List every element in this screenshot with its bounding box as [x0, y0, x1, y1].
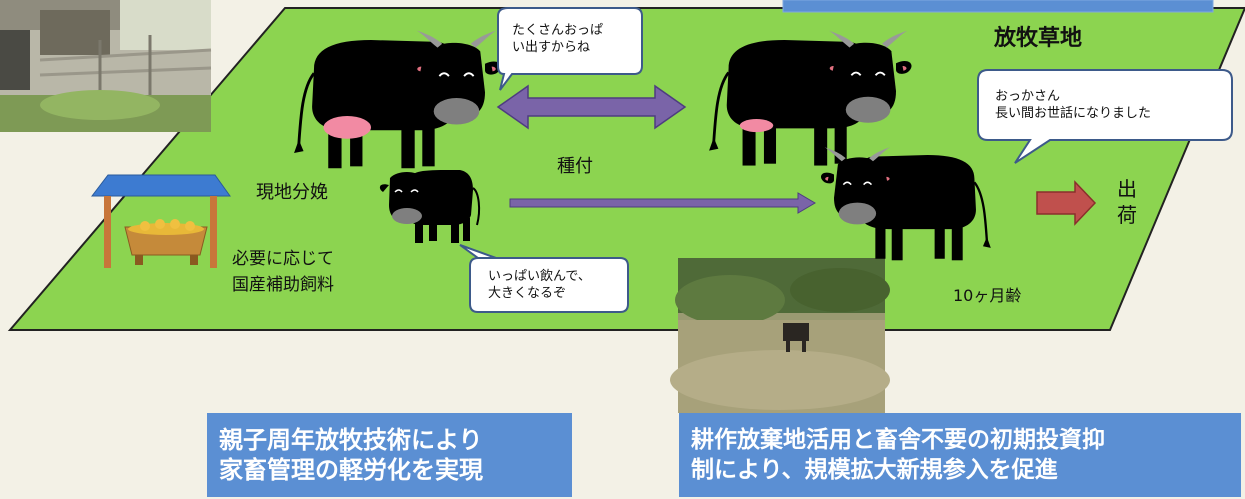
shipped-bubble-text: おっかさん 長い間お世話になりました — [995, 89, 1152, 121]
barn-photo — [0, 0, 212, 132]
supplement-label: 必要に応じて 国産補助飼料 — [232, 249, 334, 295]
mother-bubble-text: たくさんおっぱ い出すからね — [512, 23, 604, 55]
shipping-label: 出 荷 — [1117, 177, 1137, 227]
shipped-speech-bubble — [977, 69, 1233, 164]
bred-cow-icon — [707, 29, 913, 167]
age-label: 10ヶ月齢 — [953, 286, 1022, 305]
feeder-shed-icon — [90, 174, 231, 268]
field-title: 放牧草地 — [994, 26, 1083, 51]
calf-bubble-text: いっぱい飲んで、 大きくなるぞ — [488, 269, 591, 301]
birth-label: 現地分娩 — [256, 182, 328, 203]
growth-arrow — [509, 192, 816, 214]
calf-speech-bubble — [459, 244, 629, 313]
breeding-cycle-arrow — [496, 84, 687, 130]
summary-left: 親子周年放牧技術により 家畜管理の軽労化を実現 — [207, 413, 572, 497]
shipping-arrow — [1036, 180, 1097, 226]
breeding-label: 種付 — [557, 156, 593, 177]
pasture-photo — [670, 258, 890, 413]
mother-speech-bubble — [497, 7, 643, 91]
summary-right: 耕作放棄地活用と畜舎不要の初期投資抑 制により、規模拡大新規参入を促進 — [679, 413, 1241, 497]
mother-cow-icon — [292, 29, 503, 170]
header-strip — [782, 0, 1214, 13]
